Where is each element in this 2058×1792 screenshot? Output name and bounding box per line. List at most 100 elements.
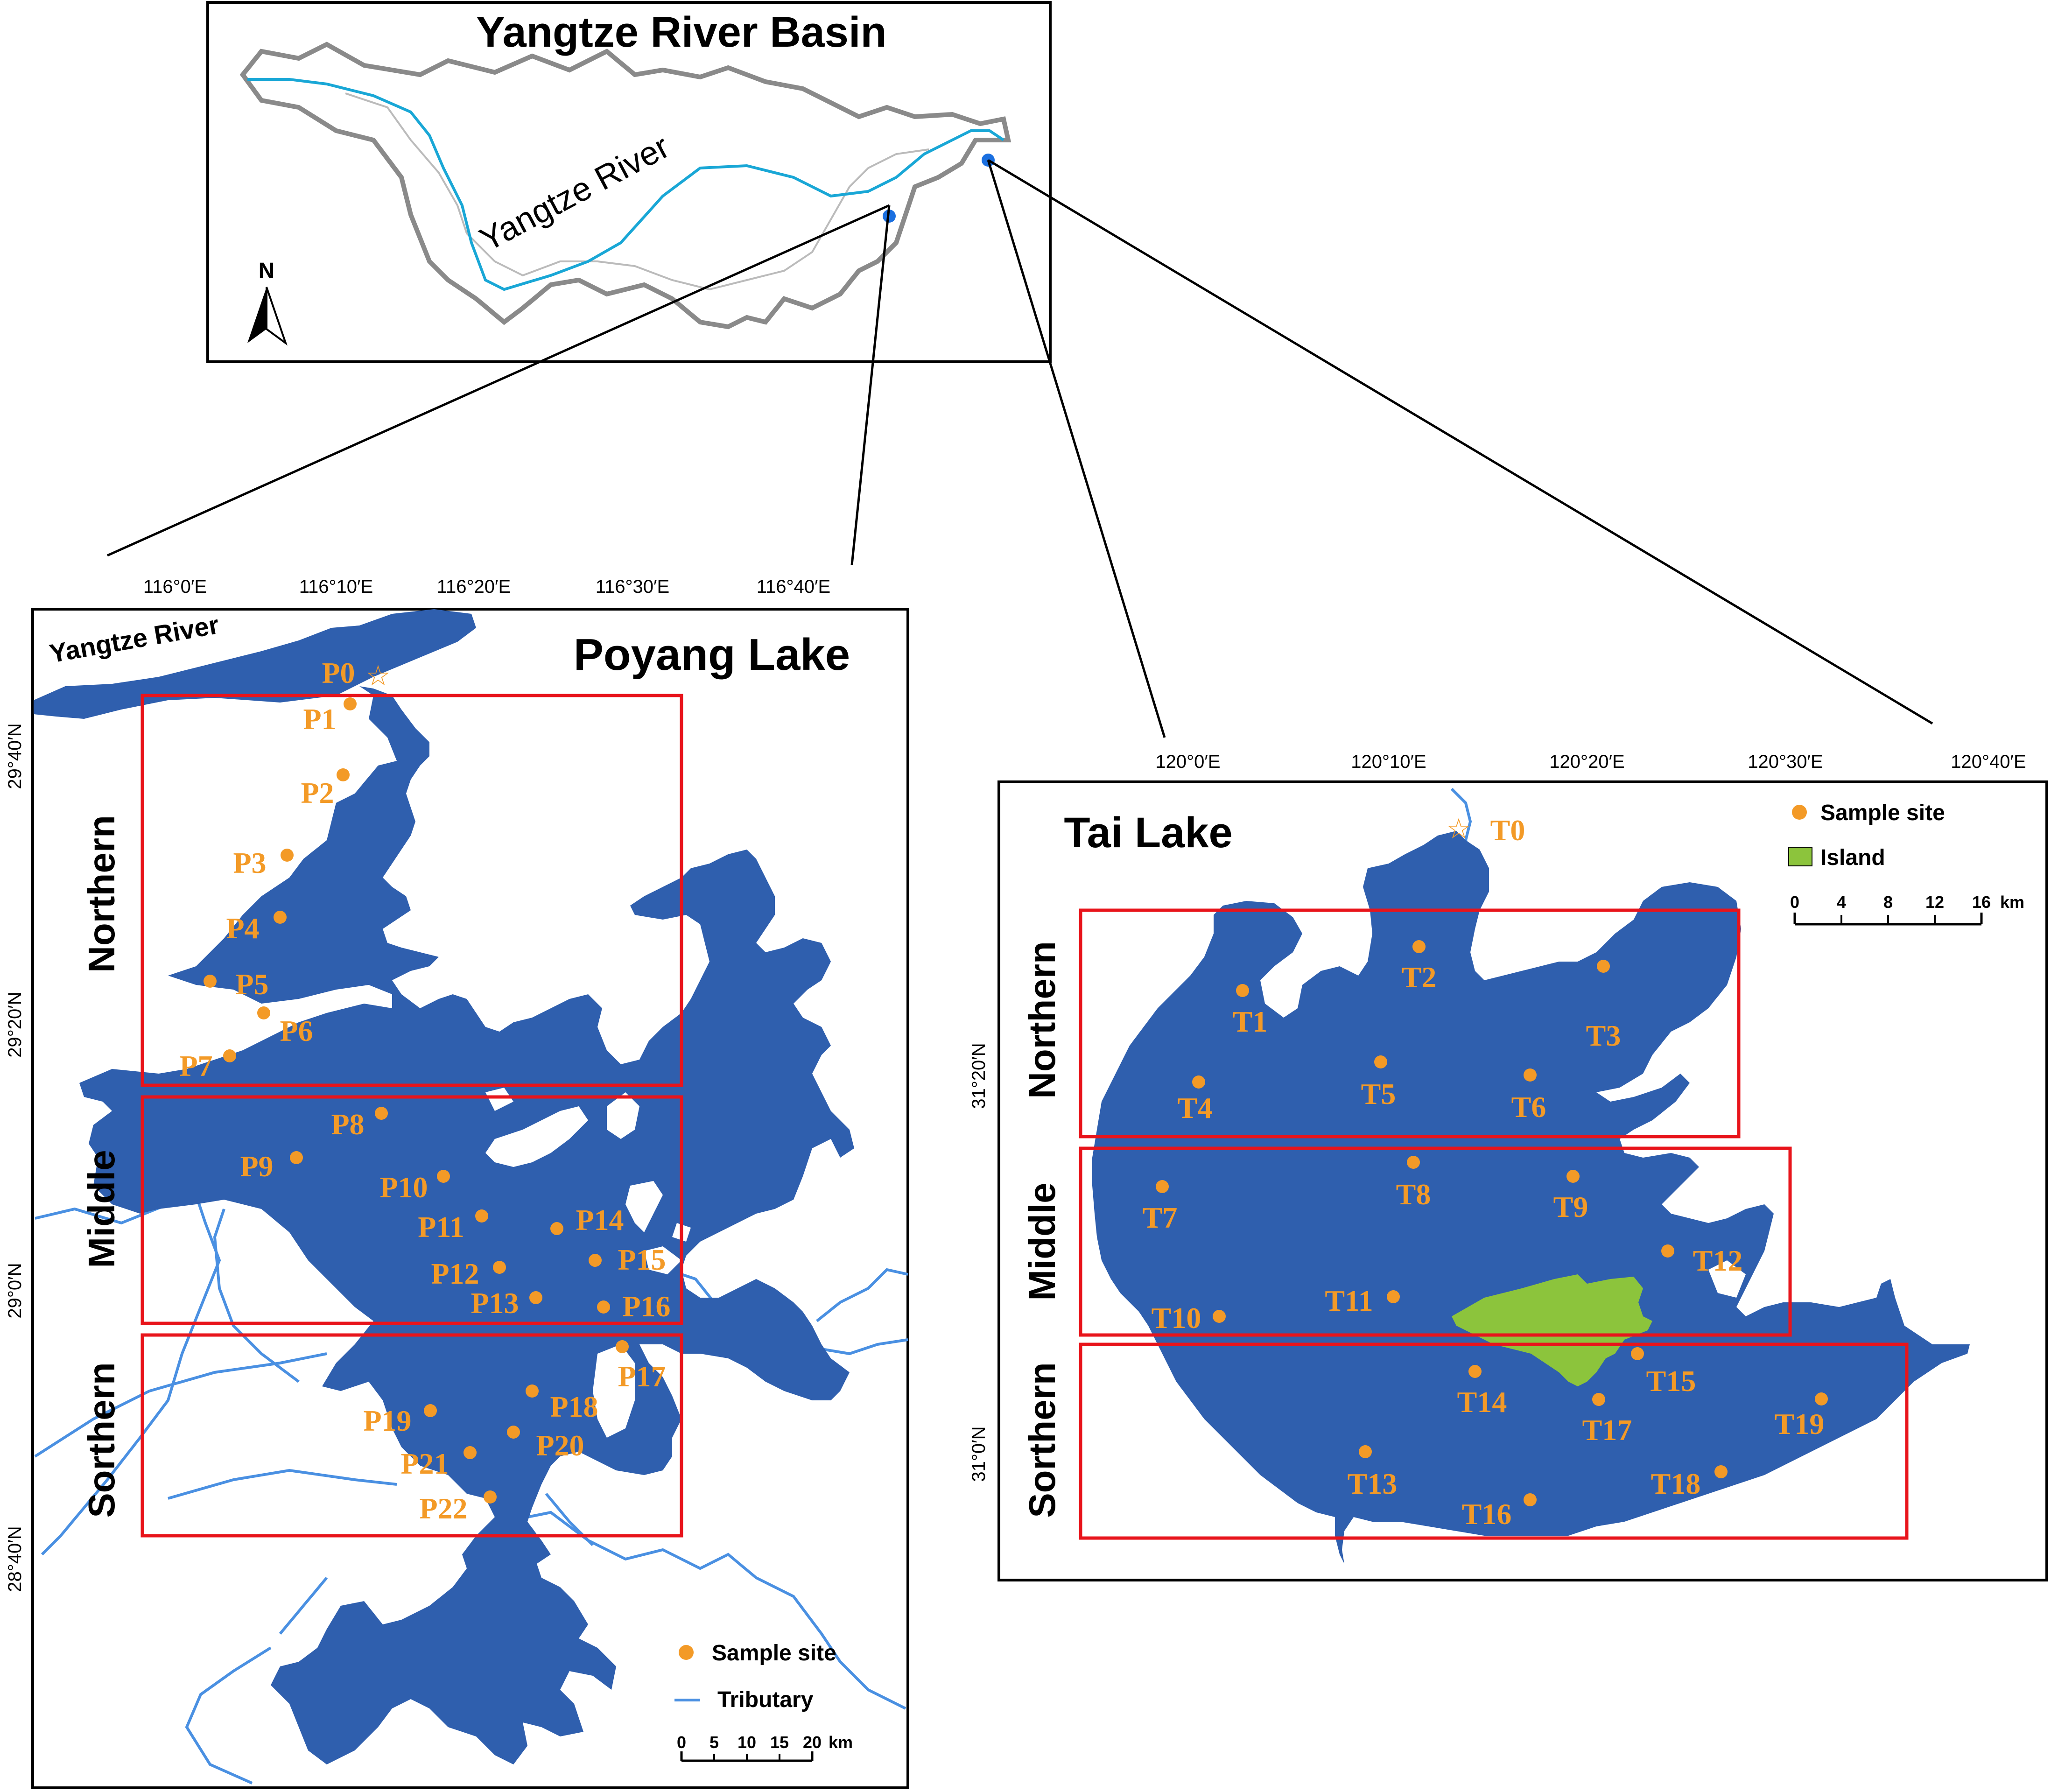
site-label: P17 — [618, 1360, 666, 1393]
tai-lon-tick: 120°10′E — [1351, 752, 1426, 772]
site-label: P11 — [418, 1210, 464, 1244]
site-label: P16 — [622, 1290, 670, 1323]
site-label: P5 — [235, 968, 268, 1001]
tai-map: 120°0′E 120°10′E 120°20′E 120°30′E 120°4… — [969, 752, 2048, 1581]
poyang-zone-southern — [140, 1333, 683, 1538]
site-label: P1 — [303, 703, 336, 736]
site-marker — [1714, 1465, 1728, 1478]
site-marker — [475, 1209, 488, 1223]
site-label: P6 — [280, 1014, 313, 1047]
scale-unit: km — [829, 1733, 853, 1752]
connector-lines — [106, 159, 1933, 738]
poyang-yangtze-channel — [34, 609, 476, 719]
site-marker — [1192, 1075, 1205, 1089]
poyang-lon-tick: 116°10′E — [299, 576, 373, 597]
poyang-lat-tick: 29°20′N — [5, 991, 25, 1057]
site-marker — [1524, 1493, 1537, 1506]
tai-lat-tick: 31°0′N — [969, 1426, 989, 1482]
scale-tick: 8 — [1883, 892, 1893, 912]
site-marker — [1236, 984, 1249, 997]
site-marker — [1597, 960, 1610, 973]
site-marker — [1412, 940, 1426, 953]
site-label: P7 — [179, 1049, 212, 1082]
poyang-zone-label: Middle — [81, 1150, 122, 1268]
site-marker — [1468, 1365, 1482, 1378]
site-label: T19 — [1775, 1407, 1825, 1441]
site-marker — [437, 1170, 450, 1183]
inset-map: Yangtze River Basin Yangtze River N — [206, 1, 1052, 363]
poyang-zone-middle — [140, 1095, 683, 1325]
site-marker — [526, 1384, 539, 1398]
site-label: T15 — [1646, 1364, 1696, 1398]
poyang-zone-boxes — [140, 694, 683, 1538]
tai-zone-middle — [1079, 1146, 1792, 1337]
site-label: P2 — [301, 776, 334, 809]
poyang-scale-bar: 0 5 10 15 20 km — [677, 1733, 853, 1762]
site-label: P4 — [226, 912, 259, 945]
site-label: T18 — [1651, 1467, 1701, 1500]
poyang-legend: Sample site Tributary — [674, 1641, 836, 1712]
legend-site-marker — [679, 1645, 694, 1660]
site-marker — [257, 1006, 270, 1019]
site-marker — [1407, 1156, 1420, 1169]
poyang-sample-sites: ☆ P0 P1 P2 P3 P4 P5 P6 P7 P8 P9 P10 P11 — [179, 656, 670, 1525]
site-marker — [204, 975, 217, 988]
poyang-lon-tick: 116°0′E — [143, 576, 207, 597]
site-marker — [1815, 1392, 1828, 1405]
poyang-lake-body — [79, 686, 854, 1764]
scale-tick: 15 — [770, 1733, 789, 1752]
star-icon: ☆ — [1446, 814, 1471, 844]
site-label: T5 — [1361, 1077, 1396, 1110]
site-label: T6 — [1511, 1090, 1546, 1124]
site-label: T13 — [1348, 1467, 1398, 1500]
site-marker — [290, 1151, 303, 1164]
site-marker — [1661, 1244, 1674, 1258]
site-label: T14 — [1457, 1385, 1507, 1419]
site-marker — [274, 911, 287, 924]
site-marker — [550, 1222, 563, 1235]
scale-tick: 5 — [709, 1733, 719, 1752]
poyang-lat-tick: 29°40′N — [5, 723, 25, 789]
site-marker — [493, 1261, 506, 1274]
site-label: T7 — [1143, 1201, 1178, 1234]
site-marker — [464, 1446, 477, 1459]
poyang-lat-tick: 28°40′N — [5, 1526, 25, 1592]
site-label: P18 — [550, 1390, 598, 1423]
site-label: P15 — [618, 1243, 666, 1276]
site-marker — [424, 1404, 437, 1417]
scale-tick: 16 — [1972, 892, 1991, 912]
site-marker — [375, 1107, 388, 1120]
tai-zone-label: Middle — [1021, 1182, 1063, 1300]
site-marker — [589, 1254, 602, 1267]
poyang-map: 116°0′E 116°10′E 116°20′E 116°30′E 116°4… — [5, 576, 909, 1789]
site-label: T10 — [1152, 1301, 1201, 1335]
legend-sample-site: Sample site — [712, 1641, 836, 1666]
inset-frame — [206, 1, 1052, 363]
site-label: T0 — [1490, 814, 1525, 847]
site-label: P20 — [536, 1429, 584, 1462]
basin-boundary — [239, 42, 1011, 330]
site-label: T12 — [1693, 1244, 1743, 1277]
tributaries — [34, 1193, 908, 1785]
poyang-lon-tick: 116°20′E — [437, 576, 511, 597]
site-marker — [616, 1340, 629, 1353]
site-marker — [597, 1300, 610, 1314]
site-marker — [1213, 1310, 1226, 1323]
site-label: P13 — [471, 1286, 519, 1320]
scale-tick: 4 — [1837, 892, 1846, 912]
site-label: P10 — [379, 1171, 428, 1204]
site-marker — [484, 1490, 497, 1504]
tai-legend: Sample site Island — [1788, 801, 1945, 870]
poyang-zone-label: Sorthern — [81, 1362, 122, 1518]
site-label: T16 — [1462, 1497, 1512, 1531]
tai-island — [1452, 1274, 1652, 1386]
site-label: P21 — [400, 1447, 449, 1480]
tai-scale-bar: 0 4 8 12 16 km — [1790, 892, 2024, 926]
site-label: P14 — [576, 1203, 624, 1237]
site-marker — [1631, 1347, 1644, 1360]
tai-zone-label: Sorthern — [1021, 1362, 1063, 1518]
site-marker — [344, 697, 357, 710]
north-arrow-icon: N — [247, 259, 288, 346]
site-label: T1 — [1233, 1005, 1268, 1038]
scale-tick: 12 — [1925, 892, 1944, 912]
